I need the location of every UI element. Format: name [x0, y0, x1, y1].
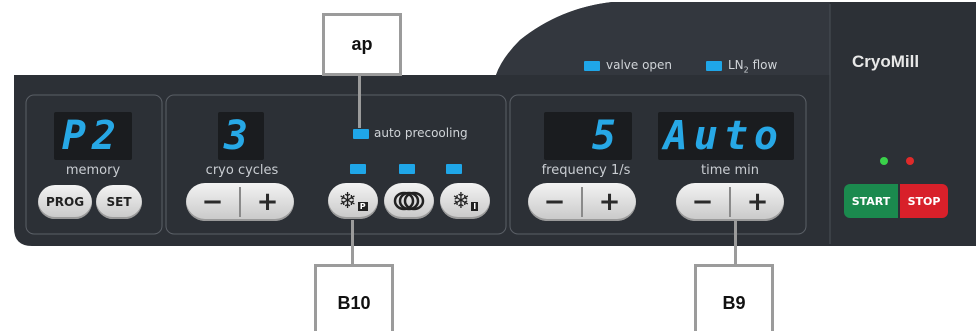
time-plus-button[interactable]: +	[746, 187, 769, 217]
frequency-plus-button[interactable]: +	[598, 187, 621, 217]
time-minus-button[interactable]: −	[691, 187, 714, 217]
start-button[interactable]: START	[844, 184, 898, 218]
cryo-cycles-plus-button[interactable]: +	[256, 187, 279, 217]
callout-ap: ap	[322, 13, 402, 76]
time-group: − +	[676, 183, 784, 221]
interim-sub-label: I	[471, 201, 479, 211]
callout-b9-line	[734, 220, 737, 266]
cryo-cycles-label: cryo cycles	[205, 163, 279, 178]
callout-b10: B10	[314, 264, 394, 331]
precool-sub-label: P	[357, 201, 368, 211]
frequency-display: 5	[544, 112, 632, 160]
precool-mode-button[interactable]: ❄ P	[328, 183, 378, 219]
start-led	[880, 157, 888, 165]
precool-mode-led	[350, 164, 366, 174]
callout-b9: B9	[694, 264, 774, 331]
brand-label: CryoMill	[852, 52, 920, 71]
cryo-cycles-display: 3	[218, 112, 264, 160]
callout-b10-line	[351, 220, 354, 266]
cryo-cycles-group: − +	[186, 183, 294, 221]
rings-icon	[393, 191, 425, 211]
snowflake-icon: ❄	[338, 188, 357, 214]
continuous-mode-led	[399, 164, 415, 174]
frequency-label: frequency 1/s	[541, 163, 631, 178]
set-button[interactable]: SET	[96, 185, 142, 219]
snowflake-icon: ❄	[451, 188, 471, 214]
frequency-group: − +	[528, 183, 636, 221]
callout-ap-line	[358, 76, 361, 128]
time-display: Auto	[658, 112, 794, 160]
continuous-mode-button[interactable]	[384, 183, 434, 219]
memory-display: P2	[54, 112, 132, 160]
ln2-flow-label: LN2 flow	[728, 58, 778, 75]
auto-precooling-label: auto precooling	[374, 126, 468, 140]
stop-button[interactable]: STOP	[900, 184, 948, 218]
stop-led	[906, 157, 914, 165]
memory-label: memory	[65, 163, 121, 178]
auto-precooling-led	[353, 129, 369, 139]
frequency-minus-button[interactable]: −	[543, 187, 566, 217]
interim-cooling-button[interactable]: ❄ I	[440, 183, 490, 219]
valve-open-label: valve open	[606, 58, 673, 72]
time-label: time min	[700, 163, 760, 178]
ln2-flow-led	[706, 61, 722, 71]
valve-open-led	[584, 61, 600, 71]
prog-button[interactable]: PROG	[38, 185, 92, 219]
interim-mode-led	[446, 164, 462, 174]
cryo-cycles-minus-button[interactable]: −	[201, 187, 224, 217]
